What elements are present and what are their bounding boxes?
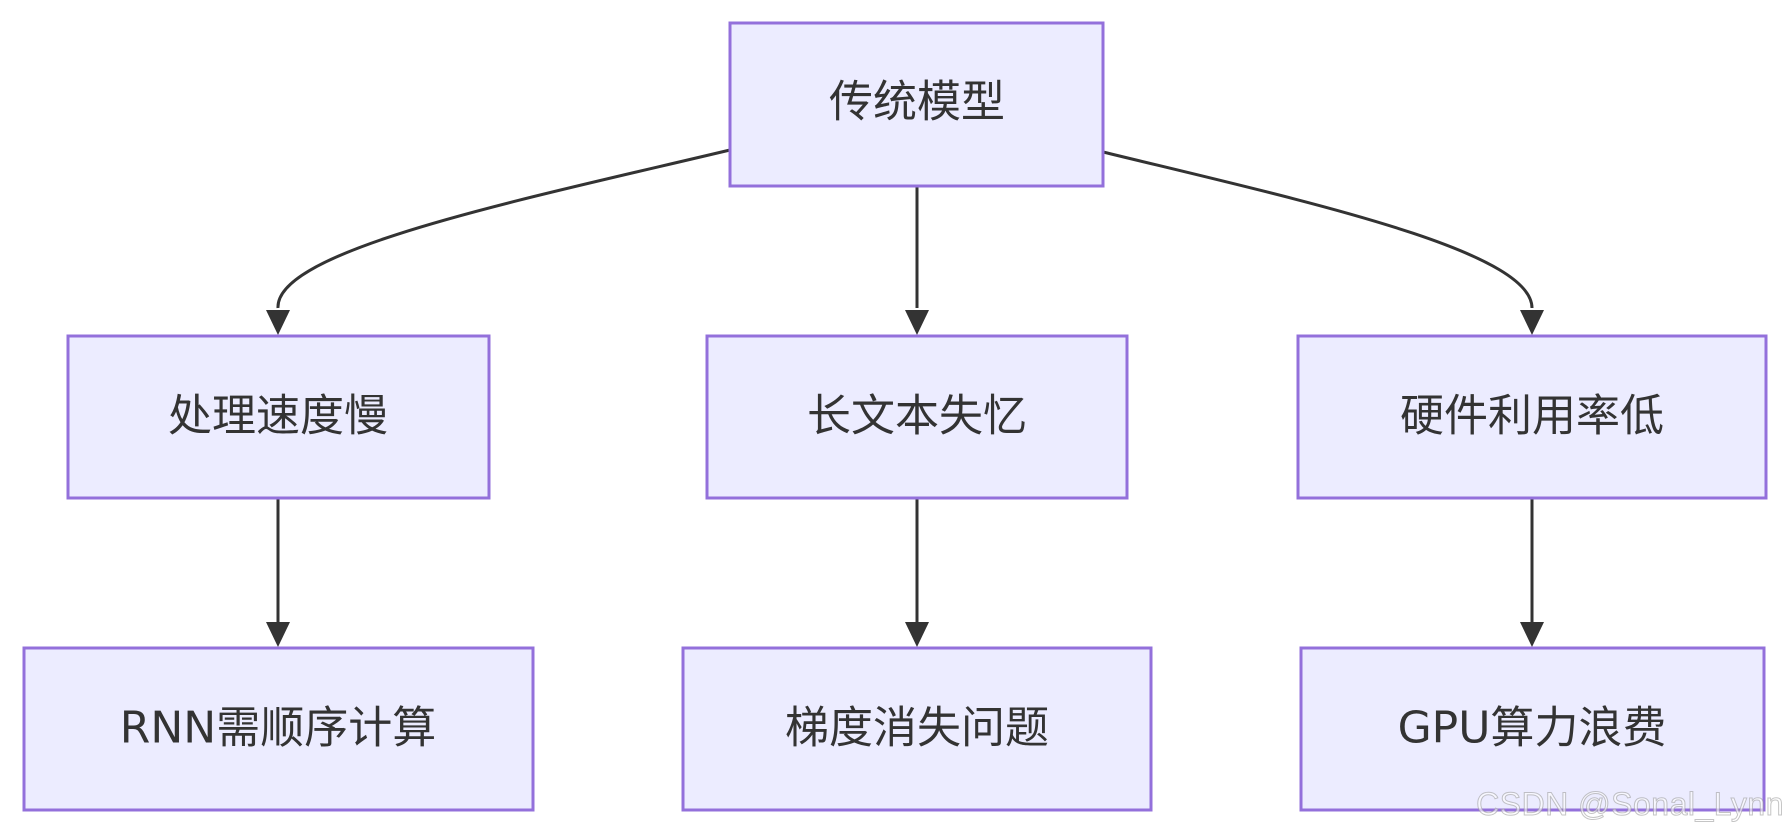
edge-root-to-hardware <box>1102 150 1534 309</box>
arrow-root-to-slow <box>266 310 290 335</box>
node-gradient: 梯度消失问题 <box>681 646 1153 812</box>
edges <box>266 148 1544 647</box>
arrow-root-to-memory <box>905 310 929 335</box>
edge-root-to-slow <box>276 148 731 309</box>
arrow-memory-to-gradient <box>905 622 929 647</box>
arrow-root-to-hardware <box>1520 310 1544 335</box>
node-memory-label: 长文本失忆 <box>807 391 1027 442</box>
node-slow-label: 处理速度慢 <box>168 391 388 442</box>
node-slow: 处理速度慢 <box>66 334 491 500</box>
arrow-slow-to-rnn <box>266 622 290 647</box>
node-gradient-label: 梯度消失问题 <box>785 703 1049 754</box>
node-hardware-label: 硬件利用率低 <box>1400 391 1664 442</box>
node-root: 传统模型 <box>728 21 1105 188</box>
node-rnn-label: RNN需顺序计算 <box>120 703 436 754</box>
watermark: CSDN @Sonal_Lynn <box>1476 786 1784 823</box>
node-root-label: 传统模型 <box>829 77 1005 128</box>
node-gpu: GPU算力浪费 <box>1299 646 1766 812</box>
node-rnn: RNN需顺序计算 <box>22 646 535 812</box>
arrow-hardware-to-gpu <box>1520 622 1544 647</box>
node-hardware: 硬件利用率低 <box>1296 334 1768 500</box>
node-memory: 长文本失忆 <box>705 334 1129 500</box>
node-gpu-label: GPU算力浪费 <box>1398 703 1667 754</box>
